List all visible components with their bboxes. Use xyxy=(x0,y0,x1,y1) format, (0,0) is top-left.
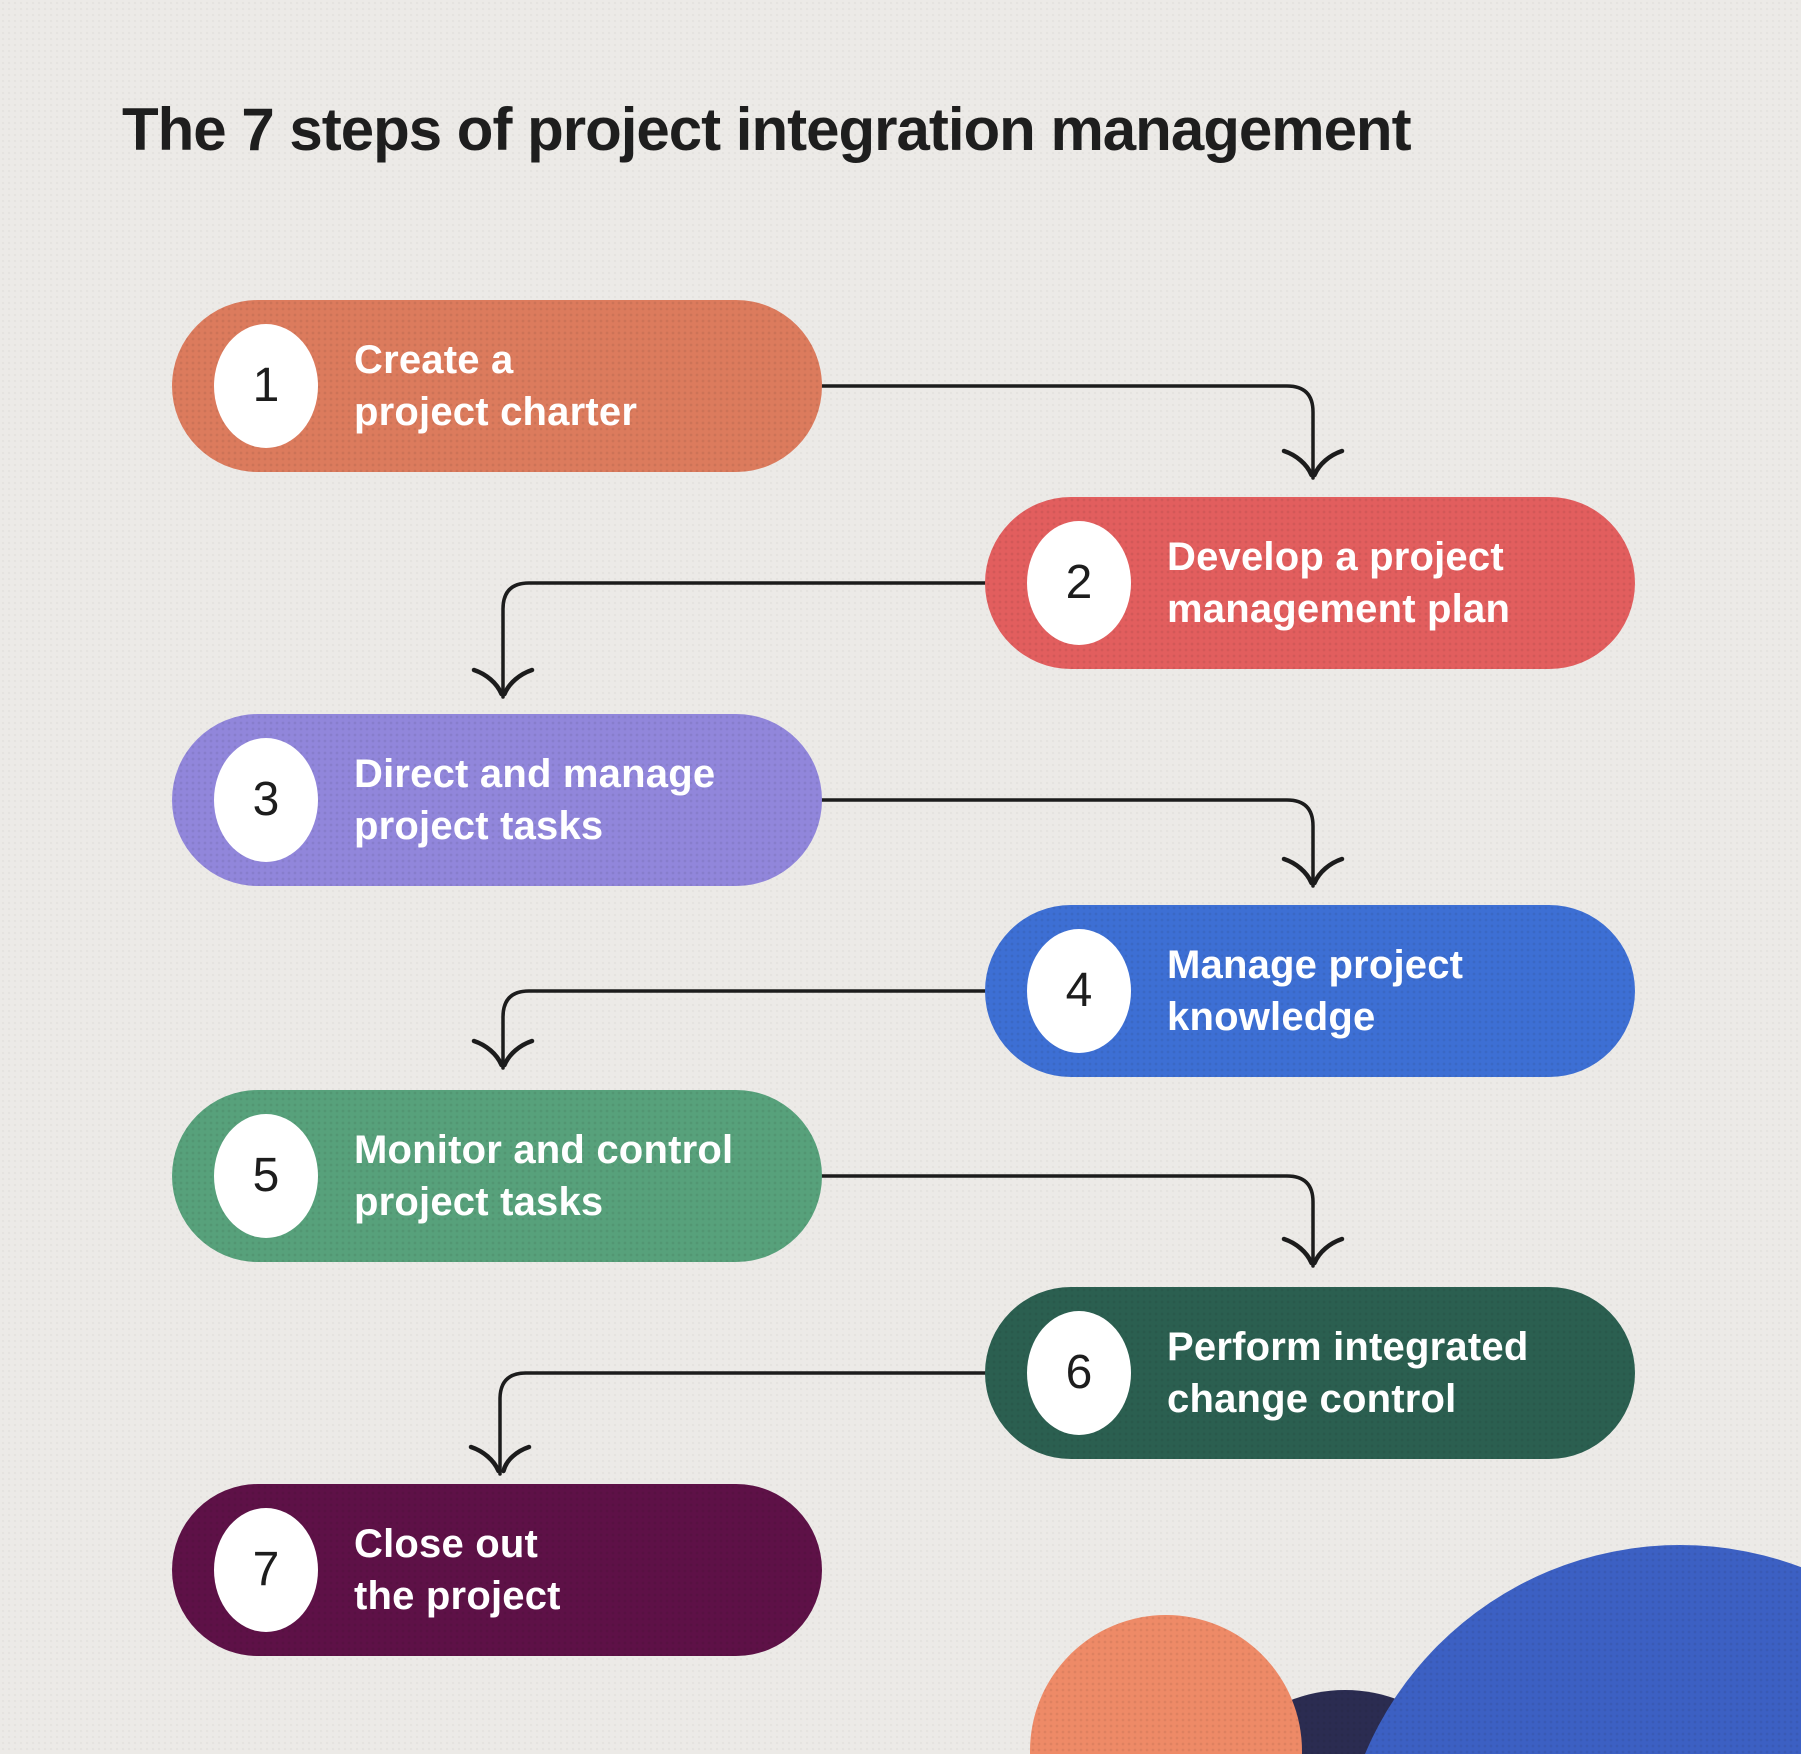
step-pill-2: 2 Develop a project management plan xyxy=(985,497,1635,669)
arrow-step6-to-step7 xyxy=(468,1371,987,1476)
step-label: Direct and manage project tasks xyxy=(354,752,716,848)
step-pill-7: 7 Close out the project xyxy=(172,1484,822,1656)
step-number: 6 xyxy=(1065,1346,1093,1399)
step-label: Close out the project xyxy=(354,1522,561,1618)
step-number-badge: 5 xyxy=(214,1114,318,1238)
step-label: Manage project knowledge xyxy=(1167,943,1464,1039)
step-number: 2 xyxy=(1065,556,1093,609)
step-number-badge: 7 xyxy=(214,1508,318,1632)
page-title: The 7 steps of project integration manag… xyxy=(122,96,1412,163)
step-pill-1: 1 Create a project charter xyxy=(172,300,822,472)
step-pill-6: 6 Perform integrated change control xyxy=(985,1287,1635,1459)
step-number-badge: 4 xyxy=(1027,929,1131,1053)
step-number: 4 xyxy=(1065,964,1093,1017)
arrow-step3-to-step4 xyxy=(820,798,1345,888)
step-pill-5: 5 Monitor and control project tasks xyxy=(172,1090,822,1262)
step-number-badge: 1 xyxy=(214,324,318,448)
step-number: 5 xyxy=(252,1149,280,1202)
step-number-badge: 2 xyxy=(1027,521,1131,645)
step-pill-4: 4 Manage project knowledge xyxy=(985,905,1635,1077)
step-number: 7 xyxy=(252,1543,280,1596)
arrow-step4-to-step5 xyxy=(471,989,987,1070)
arrow-step2-to-step3 xyxy=(471,581,987,699)
step-label: Monitor and control project tasks xyxy=(354,1128,734,1224)
step-label: Perform integrated change control xyxy=(1167,1325,1529,1421)
step-number-badge: 3 xyxy=(214,738,318,862)
flow-arrows-group xyxy=(468,384,1345,1476)
step-number: 3 xyxy=(252,773,280,826)
step-pill-3: 3 Direct and manage project tasks xyxy=(172,714,822,886)
arrow-step1-to-step2 xyxy=(820,384,1345,480)
step-number: 1 xyxy=(252,359,280,412)
step-number-badge: 6 xyxy=(1027,1311,1131,1435)
step-label: Create a project charter xyxy=(354,338,638,434)
step-label: Develop a project management plan xyxy=(1167,535,1511,631)
arrow-step5-to-step6 xyxy=(820,1174,1345,1268)
